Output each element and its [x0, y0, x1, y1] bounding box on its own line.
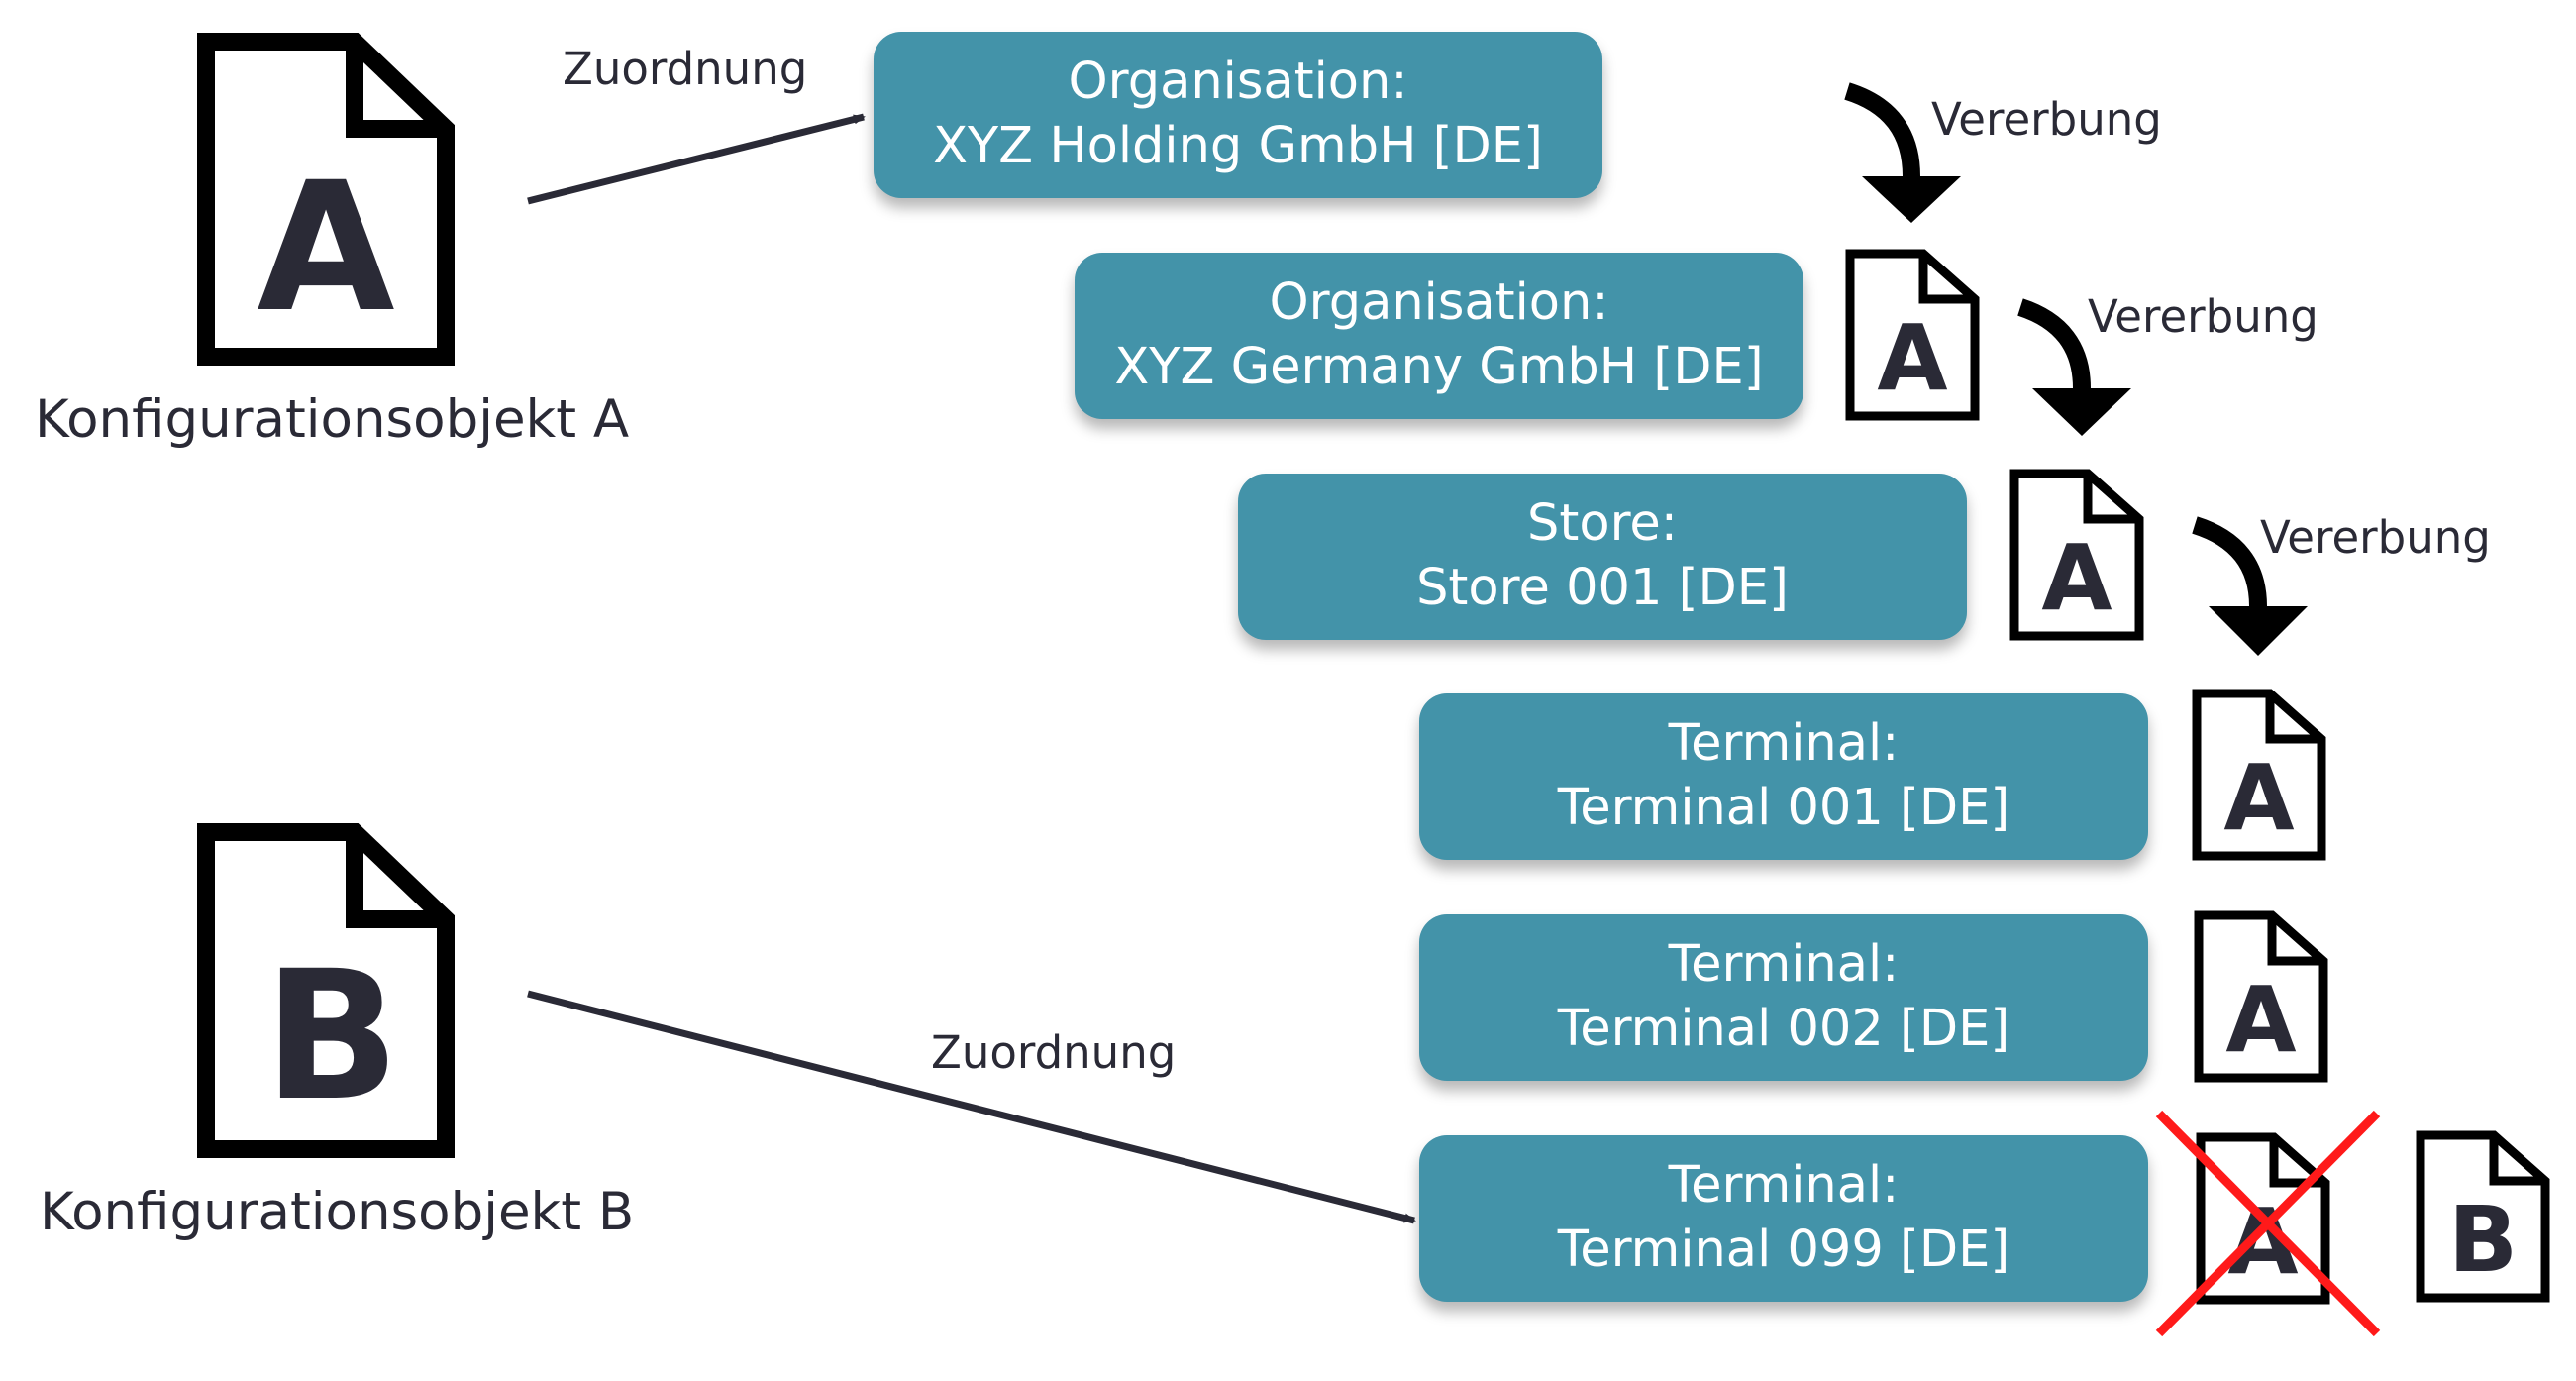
- node-terminal-099: Terminal: Terminal 099 [DE]: [1419, 1135, 2148, 1302]
- assignment-label-a: Zuordnung: [563, 43, 808, 95]
- node-type: Terminal:: [1668, 935, 1900, 995]
- document-letter: A: [1877, 305, 1947, 411]
- document-letter: B: [2448, 1187, 2518, 1293]
- inheritance-label-1: Vererbung: [1931, 93, 2162, 146]
- node-organisation-holding: Organisation: XYZ Holding GmbH [DE]: [874, 32, 1602, 198]
- document-letter: A: [2223, 745, 2294, 851]
- inheritance-arrow-2: [2016, 298, 2131, 436]
- node-type: Terminal:: [1668, 714, 1900, 774]
- assignment-arrow-b: [527, 990, 1416, 1224]
- assignment-label-b: Zuordnung: [931, 1026, 1177, 1079]
- node-type: Store:: [1527, 494, 1678, 554]
- inheritance-arrow-1: [1844, 82, 1961, 223]
- inheritance-arrow-3: [2192, 516, 2308, 656]
- node-name: Store 001 [DE]: [1416, 559, 1789, 617]
- document-letter: A: [2225, 967, 2296, 1073]
- document-letter: A: [257, 145, 394, 352]
- document-icon-a-small: A: [2009, 469, 2144, 641]
- node-terminal-002: Terminal: Terminal 002 [DE]: [1419, 914, 2148, 1081]
- node-type: Terminal:: [1668, 1156, 1900, 1216]
- assignment-arrow-a: [527, 113, 866, 205]
- document-letter: A: [2041, 525, 2112, 631]
- document-icon-b-large: B: [197, 823, 455, 1158]
- node-type: Organisation:: [1068, 53, 1408, 112]
- cross-icon: [2155, 1110, 2381, 1337]
- node-name: XYZ Germany GmbH [DE]: [1114, 338, 1764, 396]
- node-name: XYZ Holding GmbH [DE]: [933, 117, 1543, 175]
- node-type: Organisation:: [1269, 273, 1609, 333]
- node-store-001: Store: Store 001 [DE]: [1238, 474, 1967, 640]
- document-icon-a-large: A: [197, 33, 455, 366]
- node-organisation-germany: Organisation: XYZ Germany GmbH [DE]: [1075, 253, 1803, 419]
- inheritance-label-2: Vererbung: [2088, 290, 2318, 343]
- node-name: Terminal 002 [DE]: [1557, 1000, 2010, 1058]
- document-icon-b-small: B: [2416, 1130, 2550, 1303]
- document-icon-a-small: A: [2192, 689, 2326, 861]
- object-label-b: Konfigurationsobjekt B: [40, 1182, 635, 1242]
- document-icon-a-small: A: [1845, 249, 1980, 421]
- node-terminal-001: Terminal: Terminal 001 [DE]: [1419, 693, 2148, 860]
- inheritance-label-3: Vererbung: [2260, 511, 2491, 564]
- object-label-a: Konfigurationsobjekt A: [35, 389, 630, 450]
- node-name: Terminal 001 [DE]: [1557, 779, 2010, 837]
- node-name: Terminal 099 [DE]: [1557, 1221, 2010, 1279]
- document-icon-a-small: A: [2194, 910, 2328, 1083]
- document-letter: B: [263, 933, 399, 1140]
